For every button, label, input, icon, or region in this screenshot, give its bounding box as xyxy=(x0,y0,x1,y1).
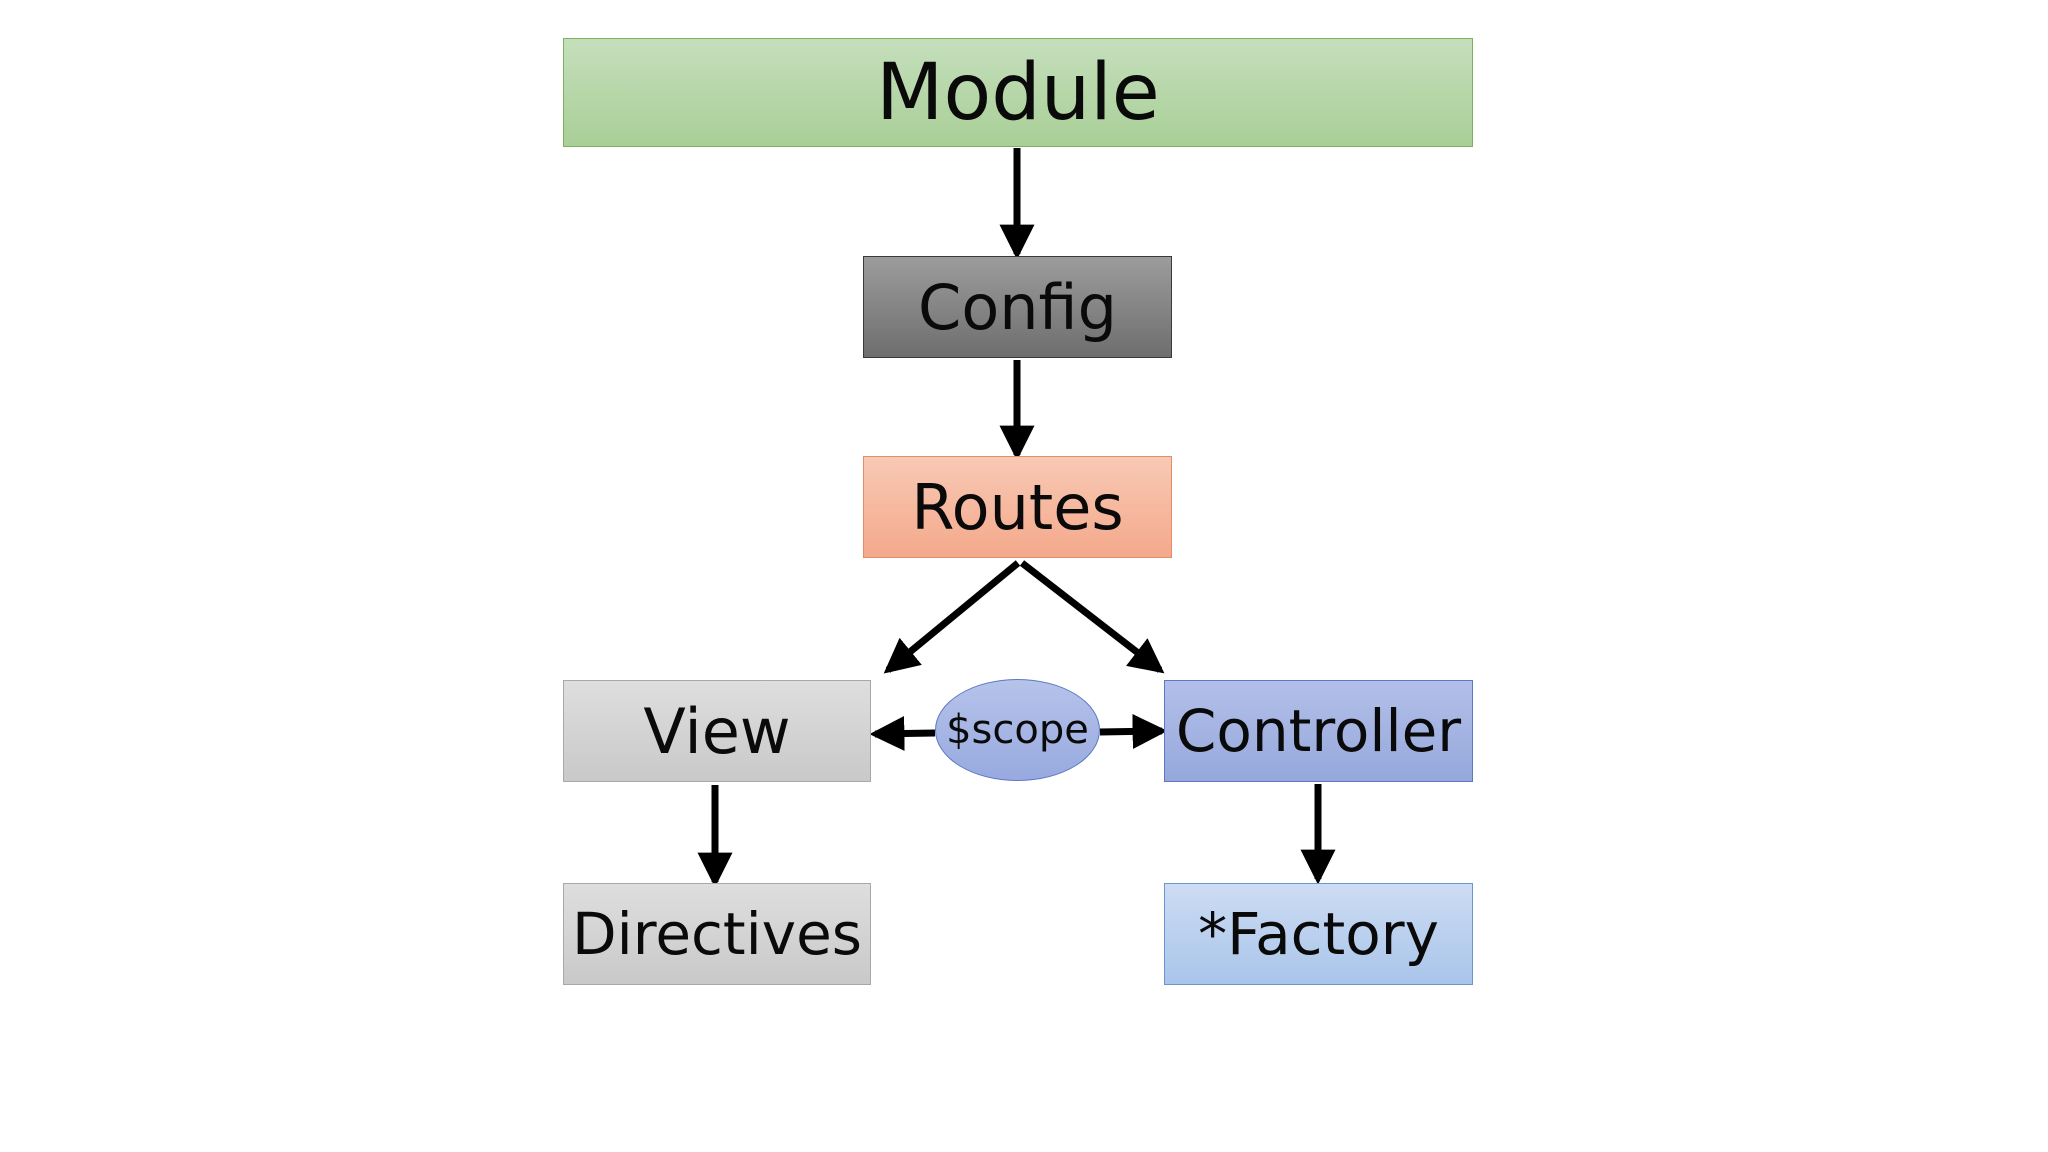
config-node: Config xyxy=(863,256,1172,358)
edge-scope-view xyxy=(869,716,936,752)
directives-label: Directives xyxy=(572,900,862,968)
factory-label: *Factory xyxy=(1198,900,1439,968)
edge-routes-view xyxy=(883,560,1021,674)
scope-label: $scope xyxy=(946,707,1089,753)
controller-node: Controller xyxy=(1164,680,1473,782)
view-label: View xyxy=(643,694,791,768)
edge-routes-controller xyxy=(1019,560,1165,674)
scope-node: $scope xyxy=(935,679,1100,781)
view-node: View xyxy=(563,680,871,782)
routes-label: Routes xyxy=(911,470,1124,544)
edge-scope-controller xyxy=(1099,713,1168,749)
module-label: Module xyxy=(876,47,1160,138)
routes-node: Routes xyxy=(863,456,1172,558)
directives-node: Directives xyxy=(563,883,871,985)
controller-label: Controller xyxy=(1175,697,1462,765)
module-node: Module xyxy=(563,38,1473,147)
factory-node: *Factory xyxy=(1164,883,1473,985)
config-label: Config xyxy=(918,270,1117,344)
